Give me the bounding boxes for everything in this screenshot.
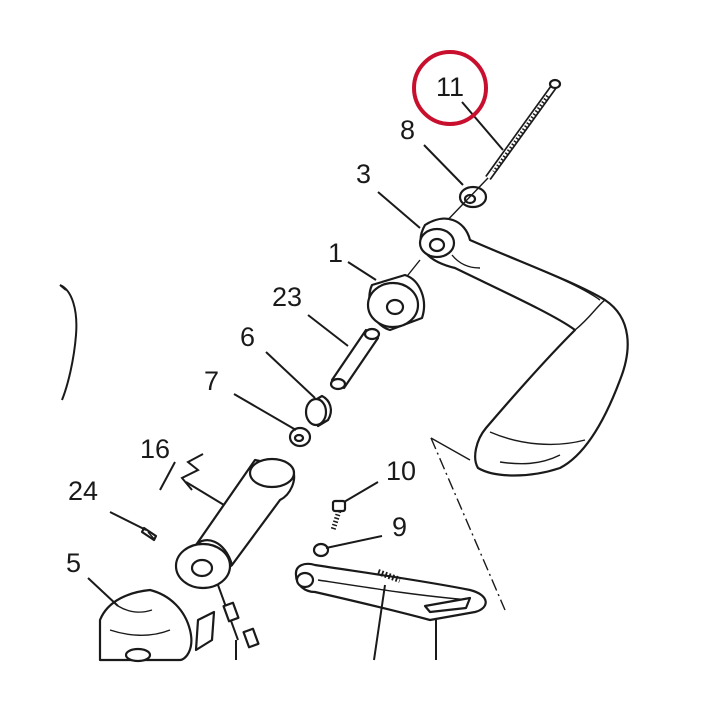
lever-screw xyxy=(376,569,402,583)
lever xyxy=(294,562,487,622)
bushing xyxy=(366,273,426,332)
washer xyxy=(458,185,488,209)
handle-grip xyxy=(174,457,296,590)
label-6: 6 xyxy=(240,322,255,352)
label-23: 23 xyxy=(272,282,302,312)
tube xyxy=(329,327,381,391)
label-5: 5 xyxy=(66,548,81,578)
highlight-circle xyxy=(412,50,488,126)
label-8: 8 xyxy=(400,115,415,145)
label-24: 24 xyxy=(68,476,98,506)
label-7: 7 xyxy=(204,366,219,396)
cable-fitting xyxy=(217,584,260,660)
small-screw xyxy=(140,526,158,542)
leader-lines xyxy=(87,101,504,661)
guide-lines xyxy=(430,437,506,611)
lever-washer xyxy=(312,542,330,558)
label-16: 16 xyxy=(140,434,170,464)
label-3: 3 xyxy=(356,159,371,189)
handlebar-end xyxy=(98,588,216,663)
spacer xyxy=(304,394,332,428)
label-1: 1 xyxy=(328,238,343,268)
edge-fragment xyxy=(59,284,78,401)
label-11: 11 xyxy=(436,72,464,102)
long-bolt xyxy=(485,78,562,181)
lever-bolt xyxy=(330,499,347,531)
ring xyxy=(288,426,312,448)
lever-guard xyxy=(418,217,629,477)
label-9: 9 xyxy=(392,512,407,542)
label-10: 10 xyxy=(386,456,416,486)
